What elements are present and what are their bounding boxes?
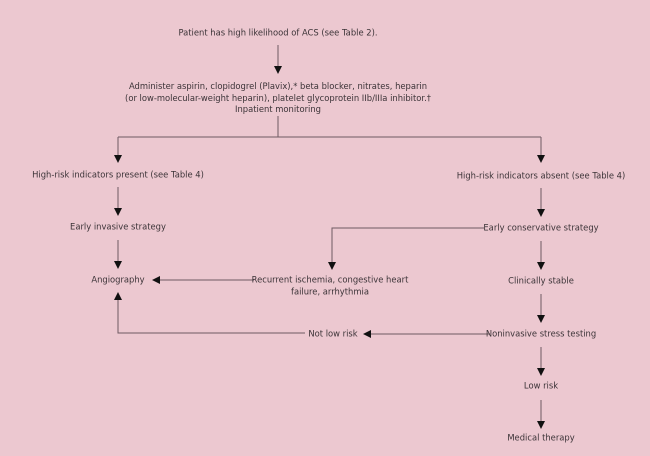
arrowhead-icon bbox=[114, 261, 122, 269]
node-text: Inpatient monitoring bbox=[235, 103, 321, 114]
arrowhead-icon bbox=[537, 315, 545, 323]
arrowhead-icon bbox=[363, 330, 371, 338]
arrowhead-icon bbox=[537, 155, 545, 163]
node-low-risk: Low risk bbox=[524, 380, 558, 392]
node-text: Low risk bbox=[523, 380, 559, 391]
edge-conservative-to-recurrent bbox=[328, 227, 484, 270]
node-text: Not low risk bbox=[308, 328, 358, 339]
node-high-risk-present: High-risk indicators present (see Table … bbox=[32, 169, 204, 181]
node-medical-therapy: Medical therapy bbox=[507, 432, 574, 444]
edge-lowrisk-to-medical bbox=[537, 400, 545, 429]
edge-start-to-treatment bbox=[274, 45, 282, 74]
node-angiography: Angiography bbox=[91, 274, 144, 286]
arrowhead-icon bbox=[114, 155, 122, 163]
arrowhead-icon bbox=[114, 208, 122, 216]
edge-noninvasive-to-notlowrisk bbox=[363, 330, 490, 338]
node-text: Noninvasive stress testing bbox=[485, 328, 597, 339]
node-high-risk-absent: High-risk indicators absent (see Table 4… bbox=[457, 170, 626, 182]
node-text: Clinically stable bbox=[508, 275, 574, 286]
arrowhead-icon bbox=[152, 276, 160, 284]
node-early-invasive: Early invasive strategy bbox=[70, 221, 166, 233]
edge-recurrent-to-angiography bbox=[152, 276, 254, 284]
node-recurrent: Recurrent ischemia, congestive heart fai… bbox=[252, 275, 409, 298]
node-text: Early invasive strategy bbox=[70, 221, 166, 232]
arrowhead-icon bbox=[537, 262, 545, 270]
edge-absent-to-conservative bbox=[537, 188, 545, 217]
node-text: Recurrent ischemia, congestive heart bbox=[251, 274, 409, 285]
edge-treatment-split bbox=[114, 116, 545, 163]
node-text: Administer aspirin, clopidogrel (Plavix)… bbox=[128, 80, 428, 91]
edge-notlowrisk-to-angiography bbox=[114, 292, 305, 334]
node-treatment: Administer aspirin, clopidogrel (Plavix)… bbox=[125, 81, 431, 116]
node-start: Patient has high likelihood of ACS (see … bbox=[178, 27, 377, 39]
arrowhead-icon bbox=[114, 292, 122, 300]
edge-invasive-to-angiography bbox=[114, 240, 122, 269]
edge-noninvasive-to-lowrisk bbox=[537, 347, 545, 376]
node-text: High-risk indicators absent (see Table 4… bbox=[456, 170, 626, 181]
node-not-low-risk: Not low risk bbox=[308, 328, 357, 340]
node-text: failure, arrhythmia bbox=[291, 286, 369, 296]
node-text: Patient has high likelihood of ACS (see … bbox=[178, 27, 378, 38]
arrowhead-icon bbox=[537, 209, 545, 217]
node-early-conservative: Early conservative strategy bbox=[483, 222, 598, 234]
node-text: (or low-molecular-weight heparin), plate… bbox=[125, 92, 431, 103]
node-text: Angiography bbox=[91, 274, 145, 285]
node-text: High-risk indicators present (see Table … bbox=[32, 169, 204, 180]
edge-present-to-invasive bbox=[114, 187, 122, 216]
node-clinically-stable: Clinically stable bbox=[508, 275, 574, 287]
node-text: Early conservative strategy bbox=[483, 222, 599, 233]
node-text: Medical therapy bbox=[507, 432, 575, 443]
edge-stable-to-noninvasive bbox=[537, 294, 545, 323]
node-noninvasive: Noninvasive stress testing bbox=[486, 328, 596, 340]
arrowhead-icon bbox=[537, 421, 545, 429]
arrowhead-icon bbox=[274, 66, 282, 74]
edge-conservative-to-stable bbox=[537, 241, 545, 270]
arrowhead-icon bbox=[537, 368, 545, 376]
arrowhead-icon bbox=[328, 262, 336, 270]
